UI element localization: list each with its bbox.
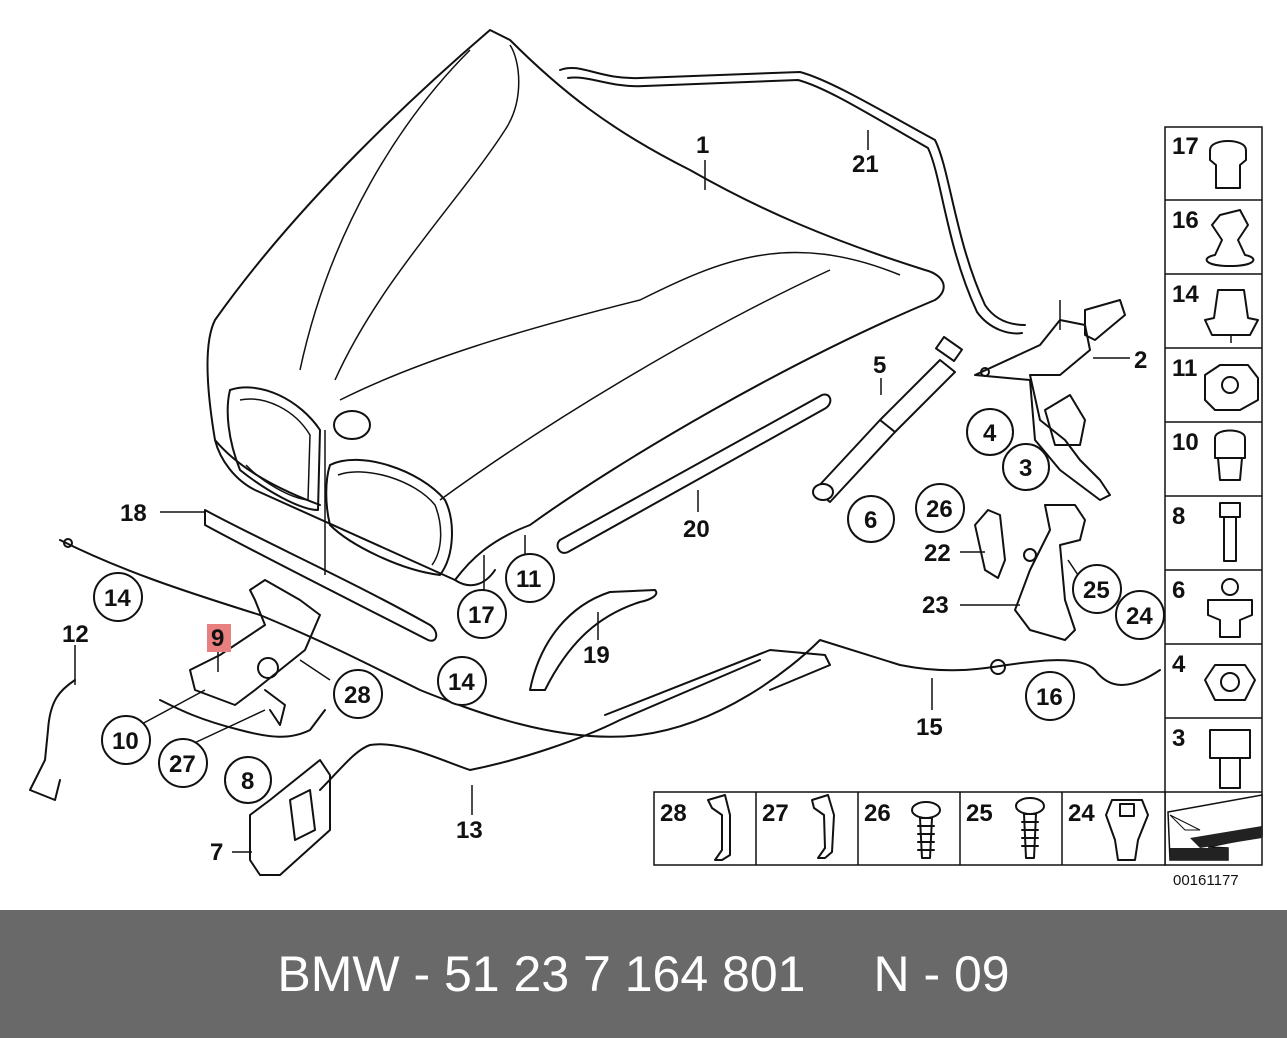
part-number: BMW - 51 23 7 164 801 bbox=[277, 946, 806, 1002]
label-27: 27 bbox=[169, 751, 196, 778]
label-2: 2 bbox=[1134, 347, 1147, 374]
label-10: 10 bbox=[112, 728, 139, 755]
panel-label-17: 17 bbox=[1172, 133, 1199, 160]
panel-label-25: 25 bbox=[966, 800, 993, 827]
panel-label-27: 27 bbox=[762, 800, 789, 827]
hood-lock-part bbox=[232, 759, 331, 876]
lock-mechanism-part bbox=[974, 504, 1086, 641]
panel-label-11: 11 bbox=[1172, 355, 1197, 382]
label-8: 8 bbox=[241, 768, 254, 795]
label-23: 23 bbox=[922, 592, 949, 619]
bracket-19-part bbox=[529, 589, 658, 691]
panel-label-10: 10 bbox=[1172, 429, 1199, 456]
label-26: 26 bbox=[926, 496, 953, 523]
panel-label-3: 3 bbox=[1172, 725, 1185, 752]
release-cables-part bbox=[29, 538, 1161, 801]
label-13: 13 bbox=[456, 817, 483, 844]
position-code: N - 09 bbox=[873, 946, 1010, 1002]
label-17: 17 bbox=[468, 602, 495, 629]
parts-diagram: 1 21 2 5 18 20 22 23 12 19 15 13 7 9 4 3… bbox=[29, 29, 1263, 889]
panel-label-28: 28 bbox=[660, 800, 687, 827]
panel-label-26: 26 bbox=[864, 800, 891, 827]
label-3: 3 bbox=[1019, 455, 1032, 482]
panel-label-24: 24 bbox=[1068, 800, 1095, 827]
label-28: 28 bbox=[344, 682, 371, 709]
label-24: 24 bbox=[1126, 603, 1153, 630]
caption: BMW - 51 23 7 164 801 N - 09 bbox=[277, 945, 1009, 1003]
label-12: 12 bbox=[62, 621, 89, 648]
label-9: 9 bbox=[211, 625, 224, 652]
label-22: 22 bbox=[924, 540, 951, 567]
panel-label-6: 6 bbox=[1172, 577, 1185, 604]
label-20: 20 bbox=[683, 516, 710, 543]
fastener-side-panel: 17 16 14 11 10 8 6 4 3 bbox=[1164, 126, 1263, 866]
hood-seal-part bbox=[559, 66, 1026, 326]
gas-strut-part bbox=[812, 335, 964, 503]
panel-label-8: 8 bbox=[1172, 503, 1185, 530]
direction-arrow-icon bbox=[1167, 794, 1263, 861]
caption-bar: BMW - 51 23 7 164 801 N - 09 bbox=[0, 910, 1287, 1038]
label-11: 11 bbox=[516, 566, 541, 593]
label-14-left: 14 bbox=[104, 585, 131, 612]
label-7: 7 bbox=[210, 839, 223, 866]
lock-bracket-part bbox=[189, 579, 321, 726]
panel-label-4: 4 bbox=[1172, 651, 1186, 678]
label-5: 5 bbox=[873, 352, 886, 379]
label-19: 19 bbox=[583, 642, 610, 669]
label-25: 25 bbox=[1083, 577, 1110, 604]
label-18: 18 bbox=[120, 500, 147, 527]
label-6: 6 bbox=[864, 507, 877, 534]
hood-part bbox=[206, 29, 945, 587]
leader-lines bbox=[74, 130, 1079, 815]
hinge-part bbox=[974, 299, 1130, 501]
label-9-highlight bbox=[207, 624, 231, 652]
fastener-bottom-panel: 28 27 26 25 24 bbox=[653, 791, 1166, 866]
panel-label-16: 16 bbox=[1172, 207, 1199, 234]
label-4: 4 bbox=[983, 420, 997, 447]
callouts: 1 21 2 5 18 20 22 23 12 19 15 13 7 9 4 3… bbox=[62, 132, 1165, 866]
label-21: 21 bbox=[852, 151, 879, 178]
panel-label-14: 14 bbox=[1172, 281, 1199, 308]
catalog-number: 00161177 bbox=[1173, 872, 1239, 889]
strip-20-part bbox=[556, 393, 832, 554]
label-15: 15 bbox=[916, 714, 943, 741]
strip-18-part bbox=[204, 509, 438, 642]
label-1: 1 bbox=[696, 132, 709, 159]
label-16: 16 bbox=[1036, 684, 1063, 711]
label-14-center: 14 bbox=[448, 669, 475, 696]
